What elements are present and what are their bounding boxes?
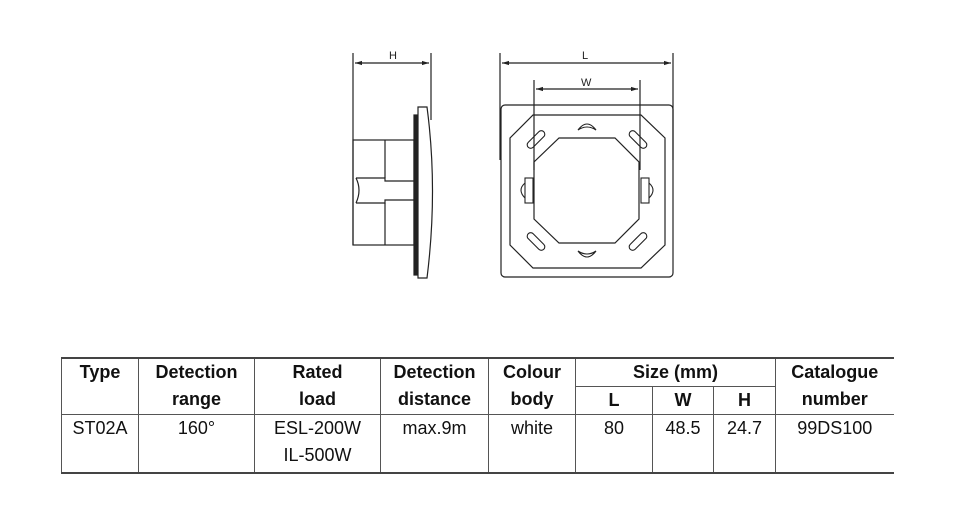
header-size-w: W [652,386,714,415]
h-dimension-label: H [389,50,397,62]
technical-drawing: H L W [352,50,674,279]
cell-detection-range: 160° [138,414,255,473]
header-size-h: H [713,386,776,415]
cell-size-w: 48.5 [652,414,714,473]
header-size-l: L [575,386,653,415]
side-view: H [352,50,434,279]
header-size: Size (mm) [575,357,776,387]
front-view: L W [499,50,674,278]
w-dimension-label: W [581,77,592,89]
cell-type: ST02A [61,414,139,473]
header-type: Type [61,357,139,415]
cell-detection-distance: max.9m [380,414,489,473]
cell-size-l: 80 [575,414,653,473]
cell-colour-body: white [488,414,576,473]
cell-catalogue-number: 99DS100 [775,414,894,473]
cell-size-h: 24.7 [713,414,776,473]
l-dimension-label: L [582,50,588,62]
